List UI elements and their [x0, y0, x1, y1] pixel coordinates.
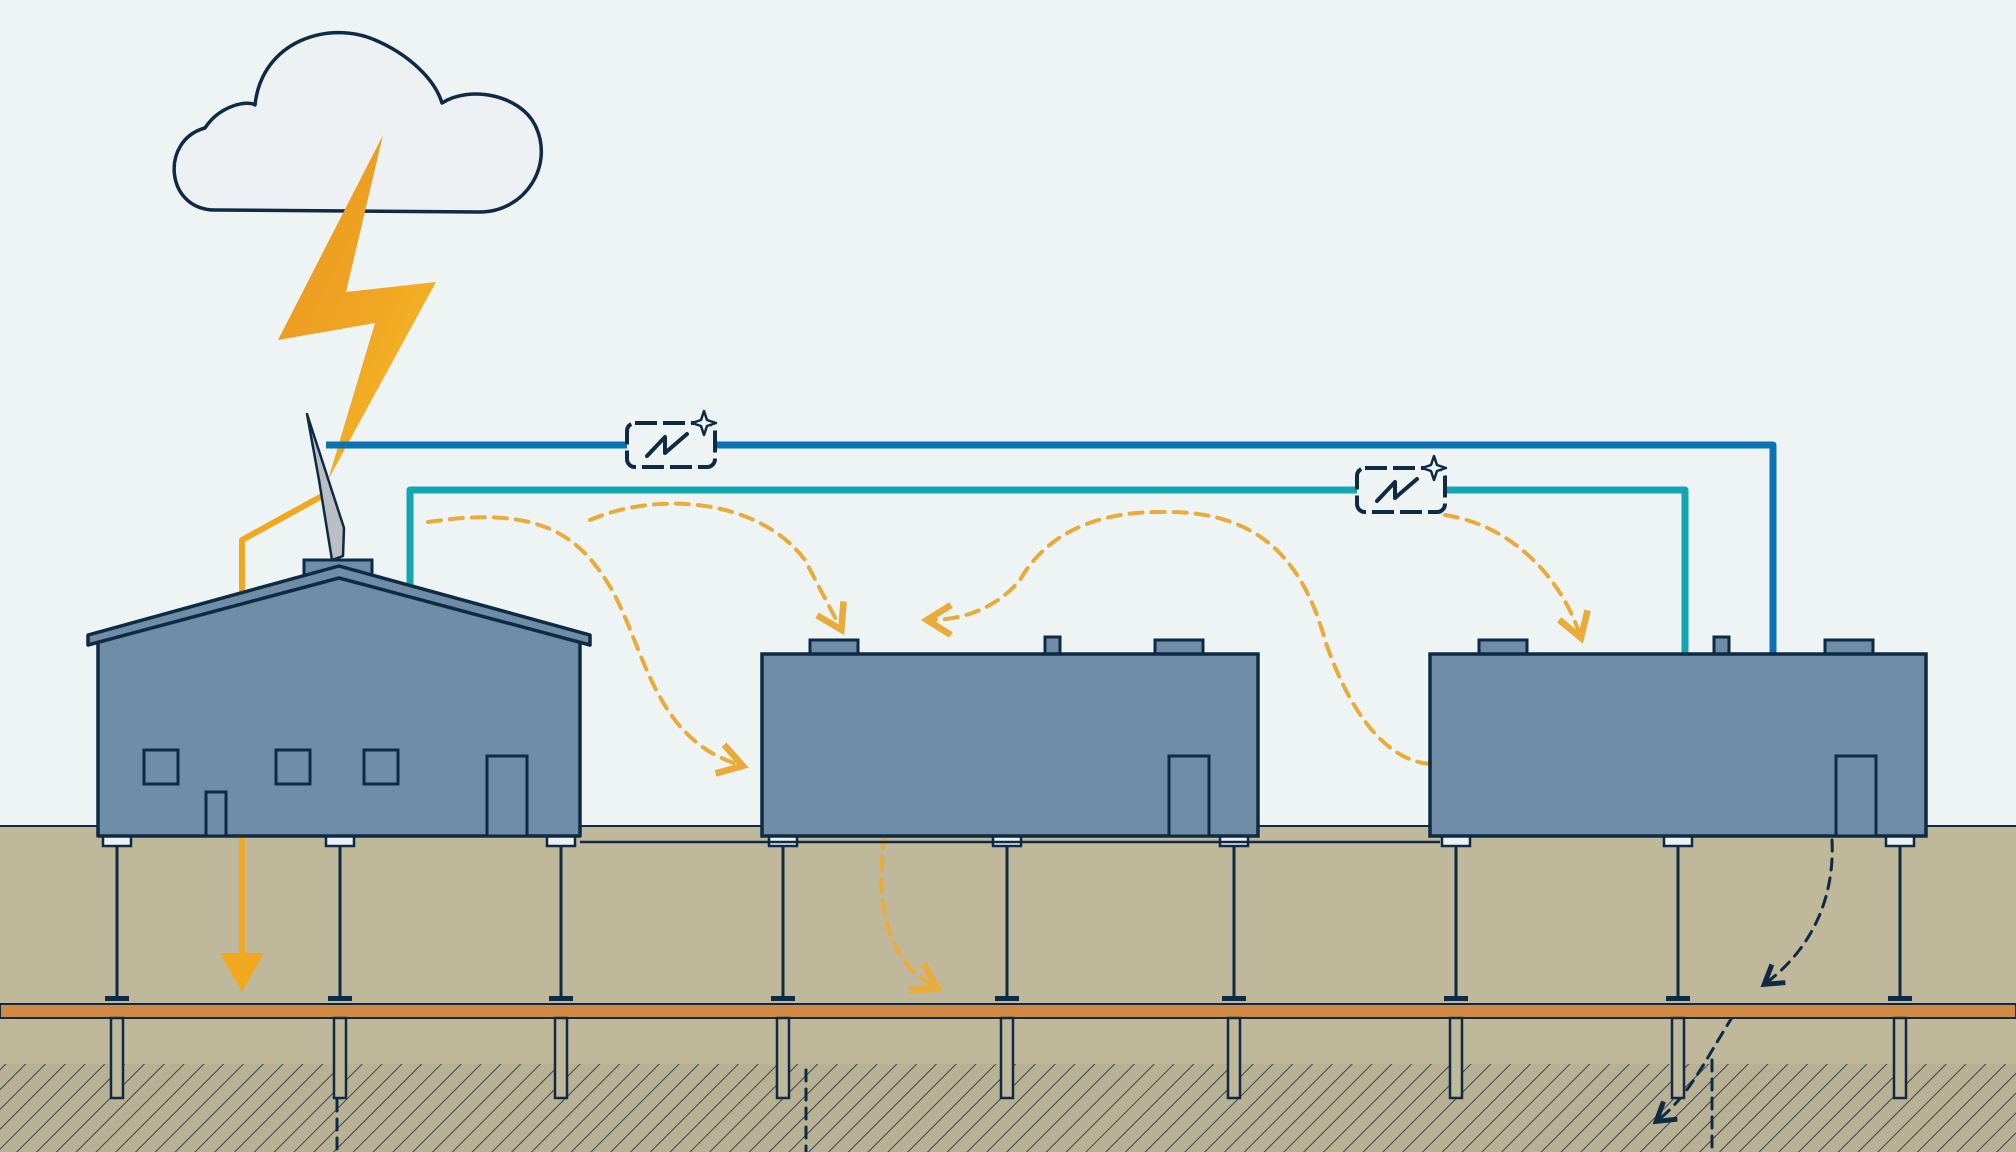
dashed-arrow	[588, 501, 847, 636]
roof-vent	[808, 638, 860, 656]
dashed-arrow	[1652, 1014, 1735, 1125]
dashed-arrow	[1760, 838, 1834, 988]
ground-electrode-bar	[0, 1003, 2016, 1019]
gabled-roof	[86, 564, 592, 647]
door	[485, 754, 529, 838]
cloud-icon	[172, 30, 544, 214]
roof-vent	[1823, 638, 1875, 656]
dashed-arrow	[879, 833, 944, 994]
window	[362, 748, 400, 786]
ground-rod	[1440, 834, 1472, 1100]
window	[142, 748, 180, 786]
door	[204, 790, 228, 838]
door	[1167, 754, 1211, 838]
connected-building-2	[1428, 635, 1928, 838]
connected-building-1	[760, 635, 1260, 838]
ground-rod	[545, 834, 577, 1100]
door	[1834, 754, 1878, 838]
surge-protector-icon	[625, 409, 718, 469]
ground-current-arrows	[335, 838, 1834, 1152]
window	[274, 748, 312, 786]
ground-rod	[1884, 834, 1916, 1100]
dashed-arrow	[920, 509, 1432, 766]
foundation-rods	[101, 834, 1916, 1100]
roof-vent	[1043, 635, 1062, 656]
main-building	[86, 558, 592, 838]
teal-bonding-conductor	[406, 486, 1689, 655]
ground-rod	[324, 834, 356, 1100]
roof-vent	[1153, 638, 1205, 656]
roof-vent	[1477, 638, 1529, 656]
dashed-arrow	[426, 515, 749, 777]
dashed-arrow	[1443, 513, 1591, 644]
lightning-bolt-icon	[278, 135, 436, 480]
current-arrowhead	[220, 953, 264, 992]
air-terminal-icon	[305, 412, 346, 562]
surge-protector-icon	[1355, 454, 1448, 514]
ground-rod	[1662, 834, 1694, 1100]
roof-vent	[1712, 635, 1731, 656]
blue-bonding-conductor	[326, 441, 1777, 655]
induced-surge-arrows	[426, 501, 1591, 994]
